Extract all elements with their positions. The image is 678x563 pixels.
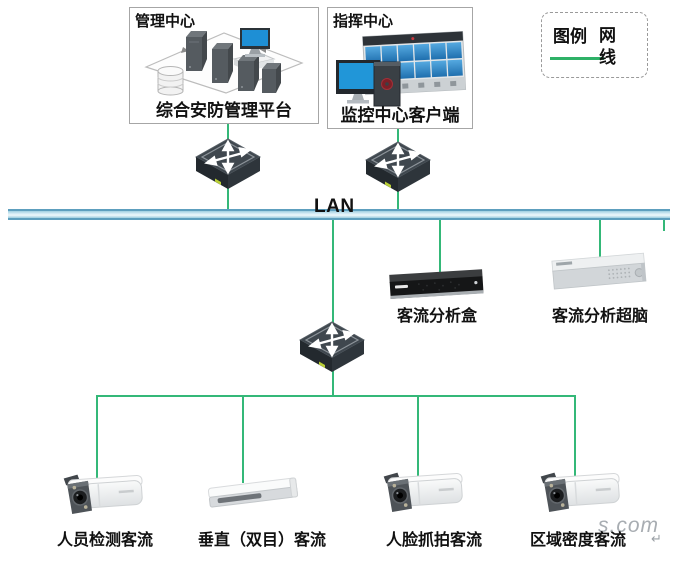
management-center-box: 管理中心 bbox=[129, 7, 319, 124]
camera-2-label: 垂直（双目）客流 bbox=[197, 532, 326, 549]
client-tower-icon bbox=[373, 61, 401, 107]
server-cluster-illustration bbox=[144, 28, 304, 96]
access-switch-icon bbox=[299, 320, 365, 374]
bullet-camera-3-icon bbox=[375, 468, 467, 520]
bullet-camera-1-icon bbox=[55, 470, 147, 522]
cable-camera-bus bbox=[96, 395, 576, 397]
client-monitor-icon bbox=[336, 60, 380, 104]
lan-bus-bar bbox=[8, 209, 670, 220]
command-center-box: 指挥中心 bbox=[327, 7, 473, 129]
monitor-icon bbox=[240, 28, 270, 57]
cable-to-camera-1 bbox=[96, 395, 98, 480]
server-tower-icons bbox=[186, 31, 281, 93]
management-center-title: 管理中心 bbox=[135, 13, 196, 30]
cable-lan-to-super-brain bbox=[599, 216, 601, 260]
legend-title: 图例 bbox=[553, 27, 587, 46]
legend-box: 图例 网线 bbox=[541, 12, 648, 78]
camera-1-label: 人员检测客流 bbox=[56, 532, 153, 549]
bullet-camera-4-icon bbox=[532, 468, 624, 520]
super-brain-icon bbox=[551, 250, 649, 294]
cable-lan-stub bbox=[663, 216, 665, 231]
cable-to-camera-2 bbox=[242, 395, 244, 483]
lan-label: LAN bbox=[314, 196, 355, 217]
super-brain-label: 客流分析超脑 bbox=[551, 308, 648, 325]
command-center-title: 指挥中心 bbox=[333, 13, 394, 30]
binocular-camera-icon bbox=[203, 474, 303, 512]
legend-cable-line bbox=[550, 57, 604, 60]
analysis-box-label: 客流分析盒 bbox=[396, 308, 477, 325]
core-switch-2-icon bbox=[365, 140, 431, 194]
cable-lan-to-analysis-box bbox=[439, 216, 441, 276]
watermark-text: s.com bbox=[598, 514, 660, 537]
management-platform-caption: 综合安防管理平台 bbox=[156, 101, 292, 120]
legend-cable-label: 网线 bbox=[599, 26, 616, 68]
cable-to-camera-3 bbox=[417, 395, 419, 476]
camera-3-label: 人脸抓拍客流 bbox=[385, 532, 482, 549]
return-mark-glyph: ↵ bbox=[651, 531, 662, 546]
video-wall-illustration bbox=[336, 30, 467, 107]
analysis-box-icon bbox=[389, 266, 485, 306]
cable-to-camera-4 bbox=[574, 395, 576, 476]
database-cylinder-icon bbox=[157, 66, 184, 96]
cable-lan-to-access-switch bbox=[332, 216, 334, 397]
core-switch-1-icon bbox=[195, 137, 261, 191]
monitoring-client-caption: 监控中心客户端 bbox=[340, 106, 460, 125]
camera-4-label: 区域密度客流 bbox=[529, 532, 626, 549]
